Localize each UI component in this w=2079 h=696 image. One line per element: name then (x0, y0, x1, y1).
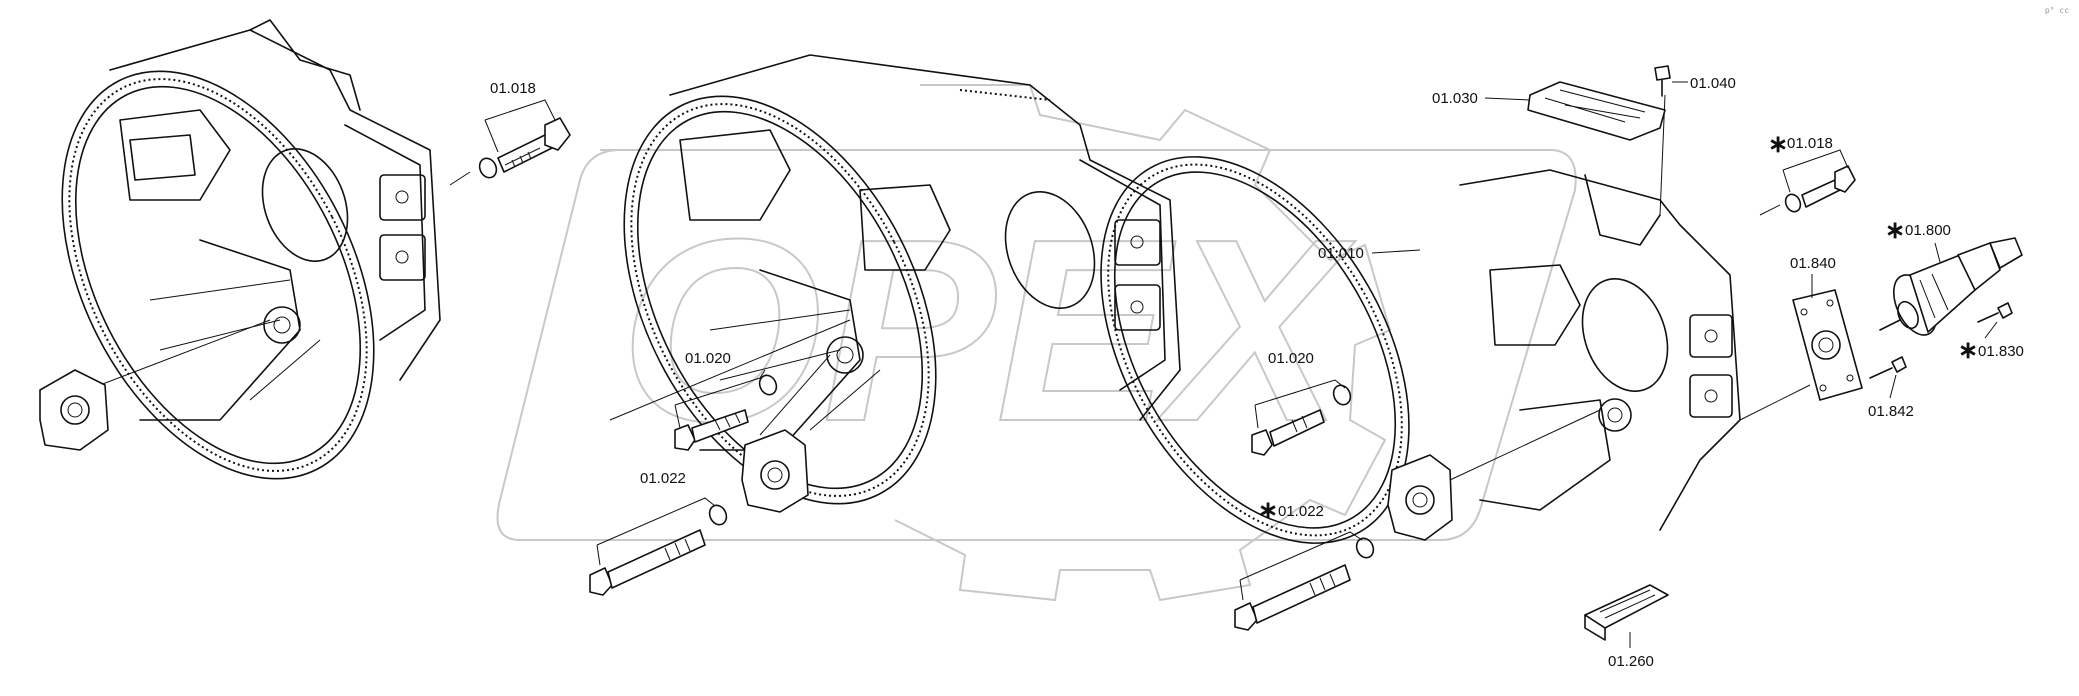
callout-01-022-middle: 01.022 (596, 470, 716, 566)
label-01-022-a: 01.022 (640, 470, 686, 487)
mount-block-middle (741, 429, 809, 513)
label-01-018-b: 01.018 (1787, 135, 1833, 152)
callout-01-260: 01.260 (1608, 632, 1654, 670)
bolt-01-022-middle (589, 504, 728, 596)
opex-watermark: OPEX (496, 84, 1577, 602)
mount-block-right (1387, 454, 1453, 541)
screw-01-830 (1977, 302, 2013, 323)
callout-01-840: 01.840 (1790, 255, 1836, 298)
bolt-01-018-left (449, 117, 571, 186)
callout-01-020-right: 01.020 (1254, 350, 1346, 429)
actuator-01-800 (1879, 237, 2023, 336)
plate-01-840 (1792, 289, 1863, 401)
seal-01-260 (1584, 584, 1669, 641)
label-01-840: 01.840 (1790, 255, 1836, 272)
bolt-01-020-middle (674, 374, 778, 451)
screw-01-040 (1654, 65, 1671, 97)
callout-01-020-middle: 01.020 (674, 350, 768, 429)
label-01-040: 01.040 (1690, 75, 1736, 92)
label-01-842: 01.842 (1868, 403, 1914, 420)
callout-01-022-right: ∗ 01.022 (1239, 497, 1363, 601)
asterisk-01-800: ∗ (1885, 217, 1905, 244)
callout-01-030: 01.030 (1432, 90, 1531, 107)
bolt-01-018-right (1759, 165, 1856, 216)
housing-left (61, 19, 441, 480)
callout-01-018-left: 01.018 (484, 80, 556, 153)
label-01-260: 01.260 (1608, 653, 1654, 670)
label-01-010: 01.010 (1318, 245, 1364, 262)
callout-01-040: 01.040 (1672, 75, 1736, 92)
corner-mark: p° cc (2044, 6, 2069, 15)
bolt-01-022-right (1234, 537, 1375, 631)
callout-01-018-right: ∗ 01.018 (1768, 131, 1849, 193)
label-01-022-b: 01.022 (1278, 503, 1324, 520)
mount-block-left (39, 369, 109, 451)
bolt-01-020-right (1251, 384, 1352, 456)
asterisk-01-022: ∗ (1258, 497, 1278, 524)
cover-plate-01-030 (1527, 81, 1666, 141)
label-01-830: 01.830 (1978, 343, 2024, 360)
watermark-text: OPEX (620, 186, 1356, 476)
label-01-020-a: 01.020 (685, 350, 731, 367)
asterisk-01-018: ∗ (1768, 131, 1788, 158)
label-01-030: 01.030 (1432, 90, 1478, 107)
housing-right (1100, 94, 1811, 544)
callout-01-842: 01.842 (1868, 374, 1914, 420)
label-01-800: 01.800 (1905, 222, 1951, 239)
label-01-020-b: 01.020 (1268, 350, 1314, 367)
callout-01-800: ∗ 01.800 (1885, 217, 1951, 263)
label-01-018-a: 01.018 (490, 80, 536, 97)
callout-01-830: ∗ 01.830 (1958, 321, 2024, 364)
screw-01-842 (1869, 356, 1907, 379)
callout-01-010: 01.010 (1318, 245, 1421, 262)
asterisk-01-830: ∗ (1958, 337, 1978, 364)
